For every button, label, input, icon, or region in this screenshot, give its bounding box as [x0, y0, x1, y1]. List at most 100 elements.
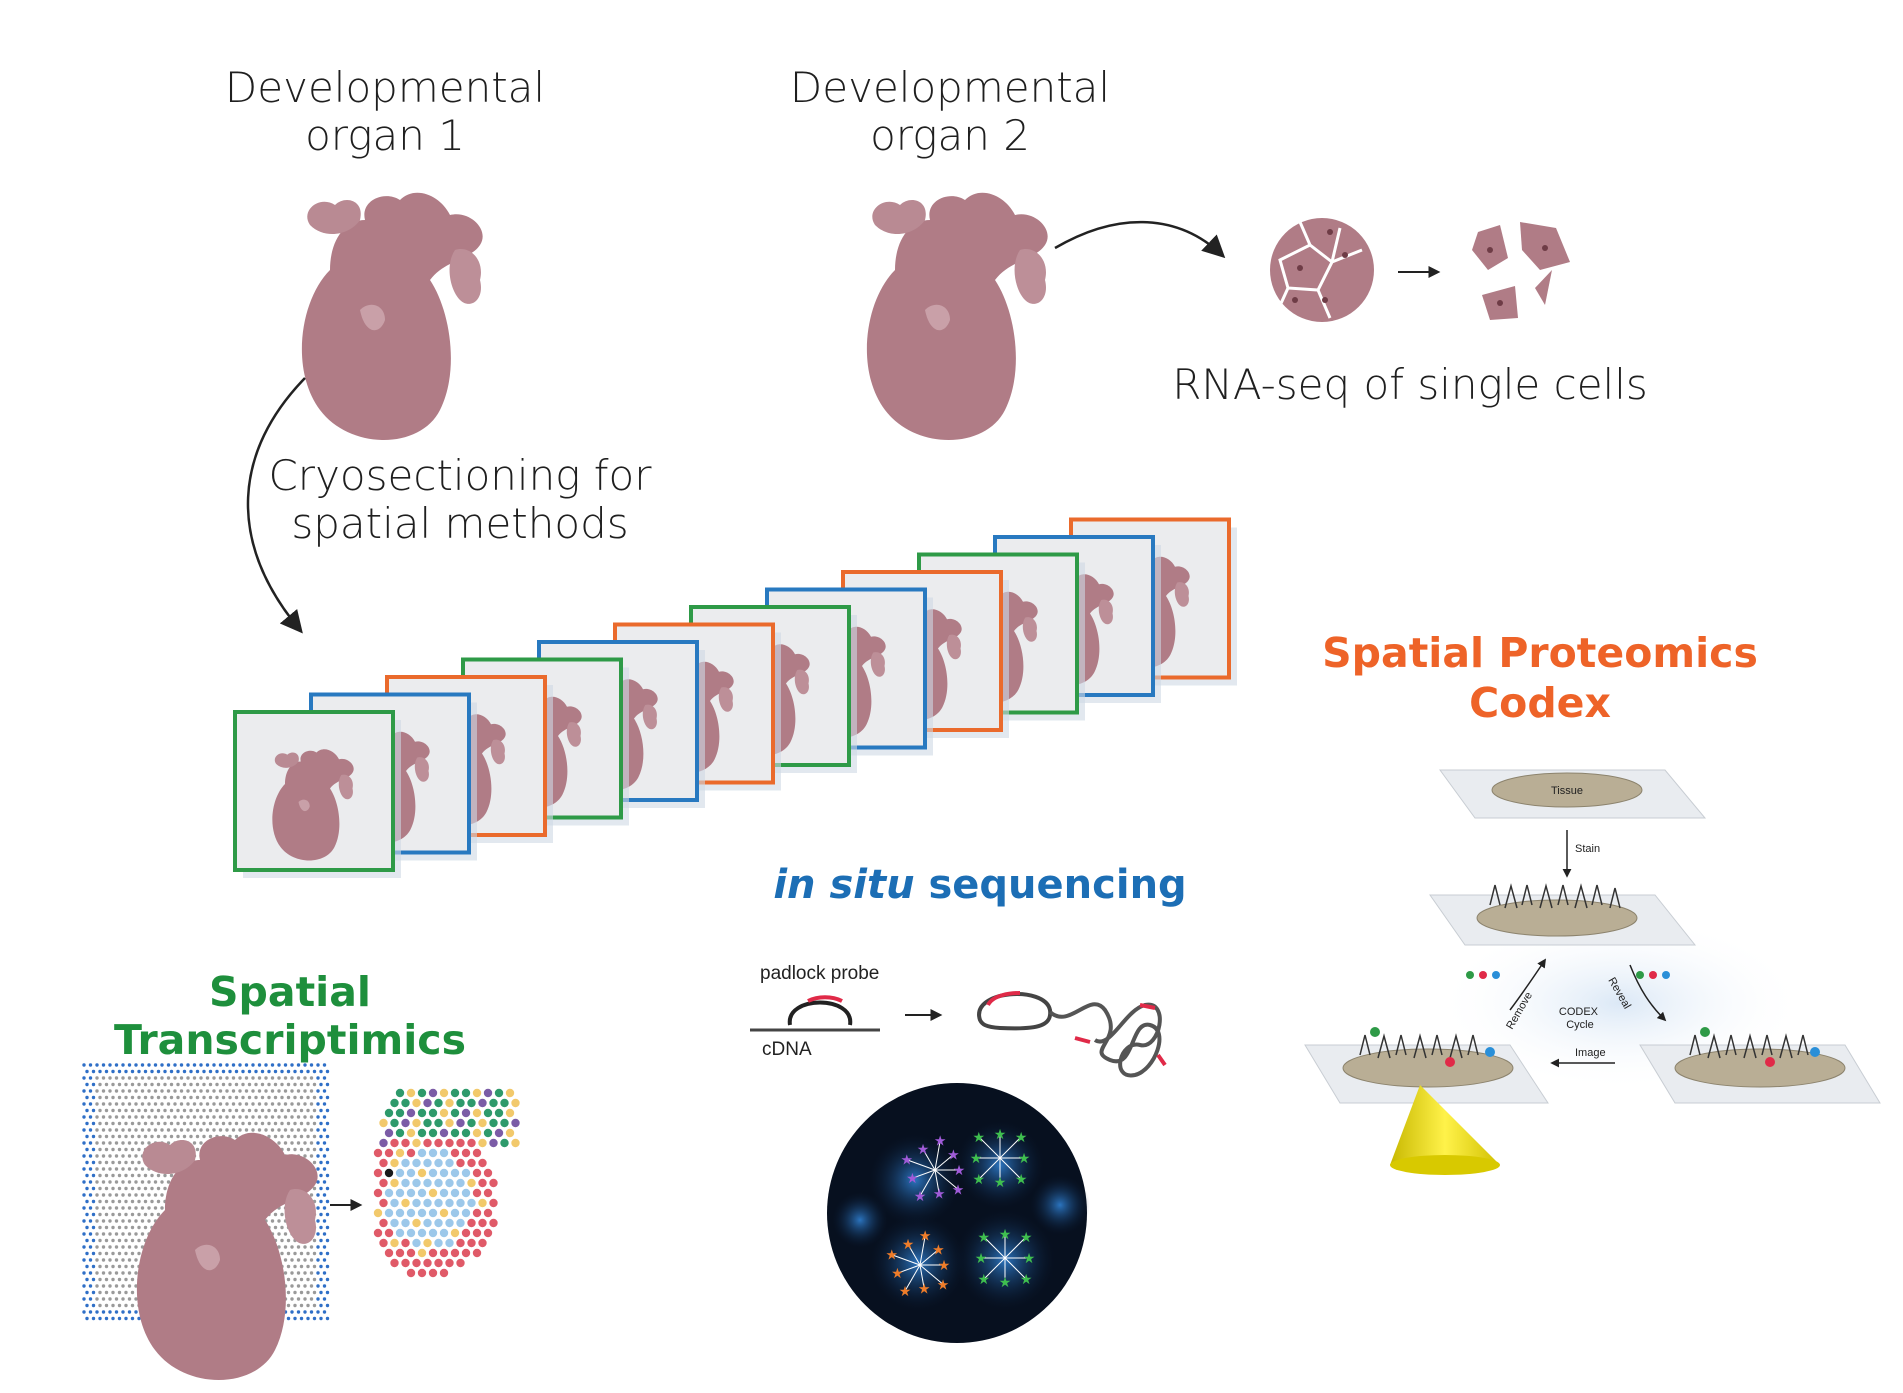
st-spot [186, 1128, 190, 1132]
st-spot [283, 1271, 288, 1275]
st-spot [156, 1199, 161, 1204]
st-spot [124, 1303, 128, 1308]
st-cluster-spot [483, 1168, 493, 1178]
st-spot [88, 1141, 93, 1145]
st-spot [114, 1232, 119, 1236]
st-cluster-spot [456, 1138, 465, 1148]
st-spot [309, 1128, 314, 1132]
st-cluster-spot [461, 1168, 471, 1178]
st-spot [121, 1115, 125, 1119]
st-spot [319, 1277, 323, 1282]
st-spot [124, 1160, 128, 1165]
st-spot [130, 1290, 135, 1295]
st-cluster-spot [445, 1158, 454, 1168]
st-spot [182, 1121, 187, 1126]
st-spot [312, 1134, 317, 1139]
st-spot [117, 1108, 122, 1113]
fluorescent-star: ★ [1020, 1229, 1033, 1245]
st-spot [251, 1128, 255, 1132]
st-spot [238, 1102, 242, 1106]
st-spot [241, 1121, 245, 1126]
st-spot [306, 1147, 310, 1152]
st-spot [127, 1219, 132, 1223]
st-spot [85, 1095, 89, 1100]
st-spot [82, 1063, 86, 1067]
st-cluster-spot [456, 1198, 465, 1208]
st-cluster-spot [461, 1148, 471, 1158]
st-spot [91, 1277, 96, 1282]
rca-product-line [919, 1264, 944, 1285]
st-spot [290, 1089, 294, 1093]
st-spot [316, 1297, 320, 1301]
st-spot [303, 1128, 307, 1132]
dissociation-arrow [1054, 220, 1226, 259]
st-spot [325, 1095, 330, 1100]
st-spot [140, 1115, 145, 1119]
st-spot [273, 1121, 278, 1126]
fluorescent-star: ★ [978, 1229, 991, 1245]
st-spot [322, 1180, 327, 1184]
st-spot [312, 1186, 317, 1191]
st-cluster-spot [417, 1088, 427, 1098]
st-spot [91, 1134, 96, 1139]
st-spot [140, 1089, 145, 1093]
st-spot [303, 1258, 307, 1262]
st-spot [143, 1108, 148, 1113]
st-spot [95, 1297, 99, 1301]
st-spot [283, 1102, 288, 1106]
st-cluster-spot [373, 1228, 383, 1238]
spatial-cluster-map [373, 1088, 520, 1278]
st-spot [85, 1173, 89, 1178]
st-spot [101, 1115, 106, 1119]
st-spot [160, 1115, 164, 1119]
st-spot [202, 1069, 206, 1074]
st-spot [121, 1089, 125, 1093]
st-spot [316, 1063, 320, 1067]
st-spot [286, 1069, 291, 1074]
st-spot [312, 1316, 317, 1321]
st-spot [303, 1063, 307, 1067]
st-spot [127, 1232, 132, 1236]
st-spot [117, 1238, 122, 1243]
st-spot [293, 1108, 297, 1113]
st-spot [270, 1089, 275, 1093]
st-cluster-spot [439, 1188, 449, 1198]
fluorescent-star: ★ [914, 1188, 927, 1204]
st-spot [95, 1167, 99, 1171]
st-spot [108, 1271, 112, 1275]
organ1-image [301, 192, 483, 440]
fluorescent-star: ★ [1018, 1150, 1031, 1166]
st-spot [293, 1303, 297, 1308]
st-cluster-spot [511, 1138, 520, 1148]
st-cluster-spot [384, 1248, 394, 1258]
st-cluster-spot [467, 1138, 476, 1148]
st-spot [127, 1102, 132, 1106]
st-spot [247, 1069, 252, 1074]
st-cluster-spot [417, 1248, 427, 1258]
st-spot [309, 1141, 314, 1145]
st-spot [290, 1284, 294, 1288]
st-spot [140, 1076, 145, 1080]
st-spot [130, 1238, 135, 1243]
st-spot [150, 1173, 154, 1178]
st-spot [134, 1076, 138, 1080]
st-spot [101, 1089, 106, 1093]
st-spot [114, 1063, 119, 1067]
st-spot [156, 1134, 161, 1139]
spatial-transcriptomics-title: Spatial Transcriptimics [113, 968, 466, 1064]
st-cluster-spot [450, 1108, 460, 1118]
st-spot [264, 1076, 268, 1080]
st-spot [91, 1108, 96, 1113]
st-spot [117, 1121, 122, 1126]
st-spot [322, 1154, 327, 1158]
cdna-label: cDNA [762, 1039, 812, 1060]
st-spot [82, 1089, 86, 1093]
st-spot [127, 1193, 132, 1197]
st-spot [143, 1069, 148, 1074]
st-cluster-spot [500, 1138, 509, 1148]
st-spot [104, 1160, 109, 1165]
st-cluster-spot [472, 1168, 482, 1178]
st-spot [322, 1258, 327, 1262]
st-spot [176, 1082, 180, 1087]
